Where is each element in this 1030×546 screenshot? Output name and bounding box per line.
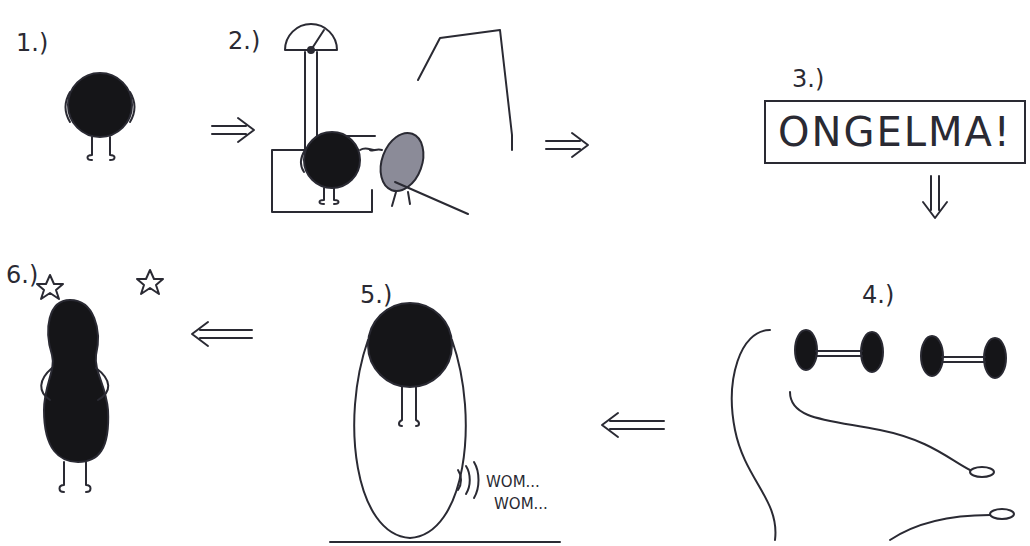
panel-number: 3.) [792,66,824,92]
double-arrow [602,413,664,437]
double-arrow [546,133,588,157]
double-arrow [923,176,947,218]
peanut-figure [41,300,108,492]
panel-number: 1.) [16,30,48,56]
ball-figure [301,132,374,204]
dumbbells [795,330,1006,378]
double-arrow [212,118,254,142]
problem-box: ONGELMA! [764,100,1026,164]
panel-number: 5.) [360,282,392,308]
scale-machine [272,24,375,212]
double-arrow [192,322,252,346]
jumping-figure [330,303,560,542]
ball-figure [66,73,135,160]
panel-number: 4.) [862,282,894,308]
panel-number: 6.) [6,262,38,288]
sound-effect: WOM... [494,496,548,513]
screen [395,30,512,214]
sound-effect: WOM... [486,474,540,491]
jump-rope [732,330,1014,540]
problem-text: ONGELMA! [778,108,1012,156]
stars [37,270,163,299]
panel-number: 2.) [228,28,260,54]
